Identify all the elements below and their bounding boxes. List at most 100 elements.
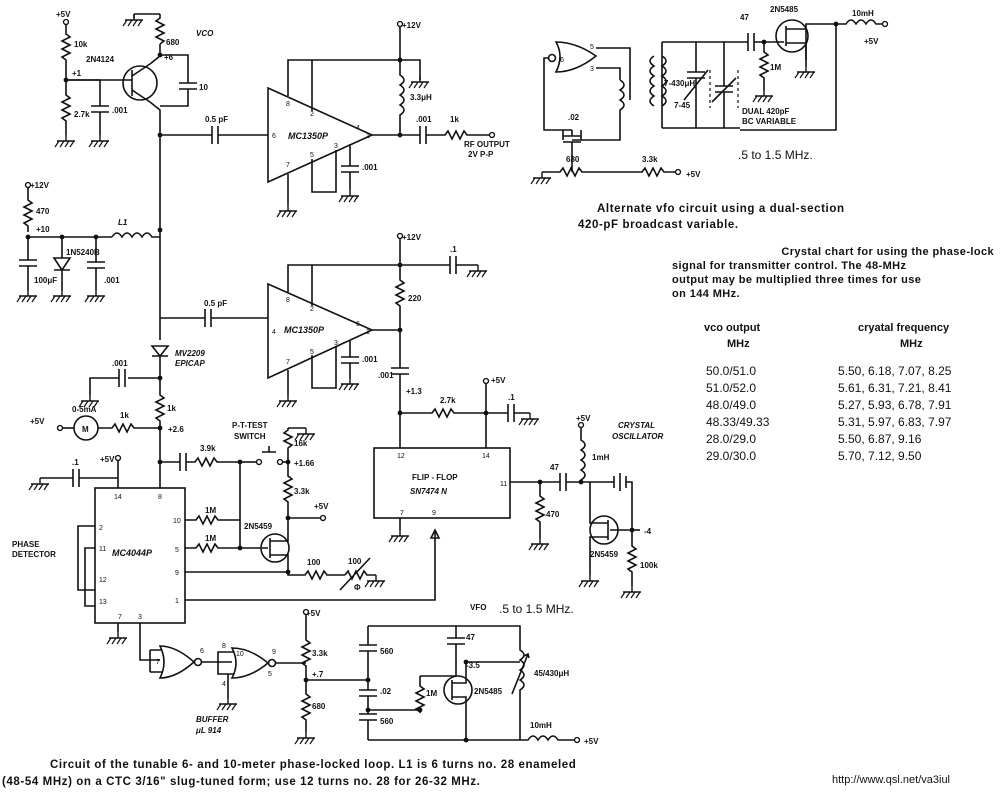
meter-r1k: 1k [120,411,129,420]
amp2-c001-label: .001 [378,371,394,380]
buf-choke: 10mH [530,721,552,730]
amp1-r1k-label: 1k [450,115,459,124]
varactor-c001-label: .001 [112,359,128,368]
buf-r33k: 3.3k [312,649,328,658]
buffer-label1: BUFFER [196,715,229,724]
pd-pin9: 9 [175,570,179,577]
buf-g10: 10 [236,651,244,658]
buf-c560b: 560 [380,717,394,726]
buf-g7: 7 [156,659,160,666]
chart-xtal: 5.61, 6.31, 7.21, 8.41 [838,381,952,395]
vco-node10-label: +10 [36,225,50,234]
pd-fet: 2N5459 [244,522,273,531]
chart-intro-1: Crystal chart for using the phase-lock [781,246,994,258]
buf-r1m: 1M [426,689,437,698]
vco-r470-label: 470 [36,207,50,216]
vco-zener-label: 1N5240B [66,248,100,257]
vfo-fet-icon [443,675,473,705]
amp2-chip-body [267,282,374,380]
amp1-section: 0.5 pF MC1350P 8 2 6 7 5 3 4 1 .001 +12V… [205,20,510,218]
pd-pin5: 5 [175,547,179,554]
alt-plus5: +5V [864,37,879,46]
amp1-pin5: 5 [310,152,314,159]
chart-vco: 28.0/29.0 [706,432,757,446]
chart-col2-header: cryatal frequency [858,322,950,334]
vco-l1-label: L1 [118,218,128,227]
chart-row: 28.0/29.0 5.50, 6.87, 9.16 [672,432,1000,449]
chart-col1-header: vco output [704,322,761,334]
amp2-c1-label: .1 [450,245,457,254]
ff-r27k: 2.7k [440,396,456,405]
buf-node7: +.7 [312,670,324,679]
pd-r1m-b: 1M [205,534,216,543]
buf-plus5b: +5V [584,737,599,746]
ff-pin12: 12 [397,453,405,460]
pd-plus5: +5V [100,455,115,464]
alt-fet: 2N5485 [770,5,799,14]
amp2-pin7: 7 [286,359,290,366]
alt-gate6: 6 [560,57,564,64]
vco-c10-label: 10 [199,83,208,92]
buf-g9: 9 [272,649,276,656]
buf-c47: 47 [466,633,475,642]
alt-fet-icon [775,19,809,53]
ptt-switch-icon[interactable] [262,446,276,453]
buffer-vfo-freq: .5 to 1.5 MHz. [499,602,574,616]
chart-row: 48.0/49.0 5.27, 5.93, 6.78, 7.91 [672,398,1000,415]
buf-r680: 680 [312,702,326,711]
ff-pin7: 7 [400,510,404,517]
xo-l1mh: 1mH [592,453,610,462]
meter-plus5: +5V [30,417,45,426]
pd-node166: +1.66 [294,459,315,468]
alt-r1m: 1M [770,63,781,72]
amp1-pin2: 2 [310,111,314,118]
ff-c1: .1 [508,393,515,402]
alt-gate3: 3 [590,66,594,73]
pd-r100: 100 [307,558,321,567]
buffer-label2: μL 914 [195,726,222,735]
amp2-chip-label: MC1350P [284,325,325,335]
main-caption-line1: Circuit of the tunable 6- and 10-meter p… [50,759,577,771]
amp2-pin3: 3 [334,340,338,347]
chart-row: 29.0/30.0 5.70, 7.12, 9.50 [672,449,1000,466]
pd-r33k: 3.3k [294,487,310,496]
meter-range: 0-5mA [72,405,97,414]
alt-dual-cap2: BC VARIABLE [742,117,797,126]
ff-plus5: +5V [491,376,506,385]
amp2-pin5: 5 [310,349,314,356]
amp2-r220-label: 220 [408,294,422,303]
varactor-node26: +2.6 [168,425,184,434]
chart-xtal: 5.27, 5.93, 6.78, 7.91 [838,398,952,412]
vco-plus5-label: +5V [56,10,71,19]
alt-vfo-section: 6 5 3 .02 680 3.3k +5V 7-430μH 7-45 DUAL… [530,5,889,185]
crystal-chart: Crystal chart for using the phase-lock s… [672,246,1000,466]
amp2-pin1: 1 [366,329,370,336]
pd-pin10: 10 [173,518,181,525]
vco-node6-label: +6 [164,53,174,62]
buf-fet: 2N5485 [474,687,503,696]
vco-r10k-label: 10k [74,40,88,49]
chart-xtal: 5.50, 6.87, 9.16 [838,432,922,446]
pd-phi: Φ [354,583,361,592]
pd-label1: PHASE [12,540,40,549]
pd-r1m-a: 1M [205,506,216,515]
buf-c02: .02 [380,687,392,696]
pd-pin8: 8 [158,494,162,501]
amp1-plus12-label: +12V [402,21,422,30]
amp2-pin8: 8 [286,297,290,304]
amp1-pin6: 6 [272,133,276,140]
chart-col2-unit: MHz [900,338,923,350]
amp1-pin7: 7 [286,162,290,169]
amp1-c05-label: 0.5 pF [205,115,228,124]
chart-vco: 51.0/52.0 [706,381,757,395]
alt-vfo-gate [554,41,598,73]
alt-dual-cap1: DUAL 420pF [742,107,790,116]
chart-intro-2: signal for transmitter control. The 48-M… [672,260,907,272]
vco-node1-label: +1 [72,69,82,78]
xo-fet: 2N5459 [590,550,619,559]
ff-chip-body [373,447,511,519]
main-caption-line2: (48-54 MHz) on a CTC 3/16" slug-tuned fo… [2,776,481,788]
ff-part: SN7474 N [410,487,447,496]
pd-pin1: 1 [175,598,179,605]
